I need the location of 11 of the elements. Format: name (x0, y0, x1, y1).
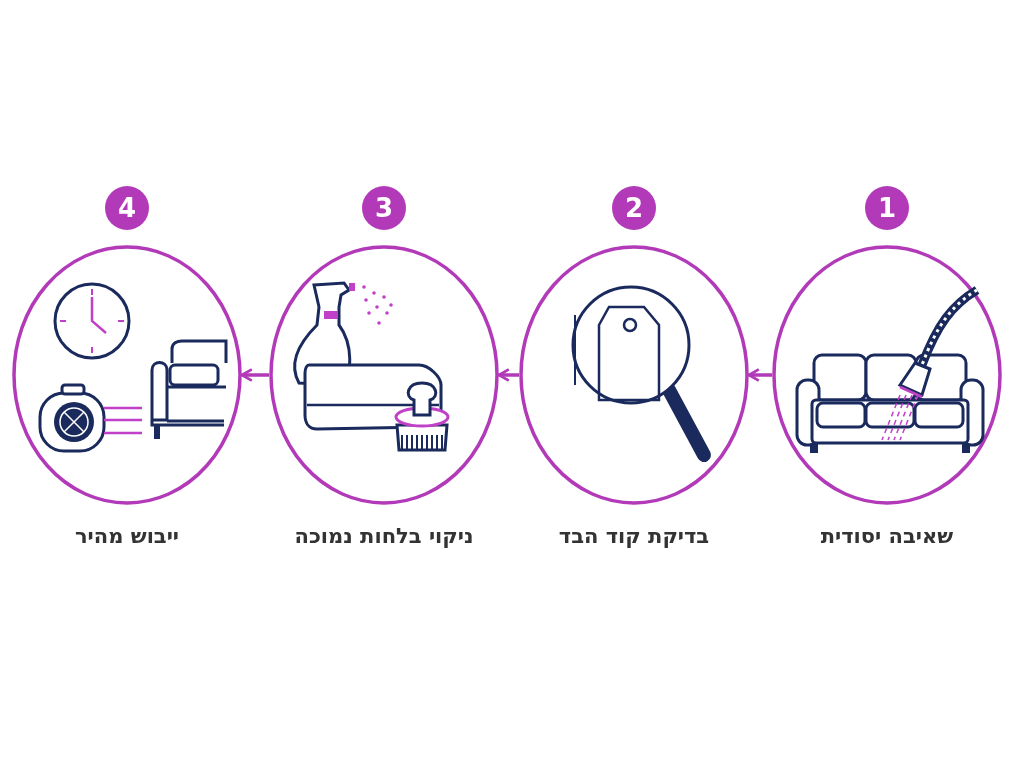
step-number: 2 (612, 186, 656, 230)
arrow (497, 368, 519, 382)
step-label: שאיבה יסודית (819, 524, 955, 548)
arrow (747, 368, 772, 382)
step-label: ניקוי בלחות נמוכה (293, 524, 475, 548)
step-label: ייבוש מהיר (73, 524, 181, 548)
step-number: 1 (865, 186, 909, 230)
step-number: 4 (105, 186, 149, 230)
step-number: 3 (362, 186, 406, 230)
arrow (240, 368, 269, 382)
step-label: בדיקת קוד הבד (557, 524, 711, 548)
